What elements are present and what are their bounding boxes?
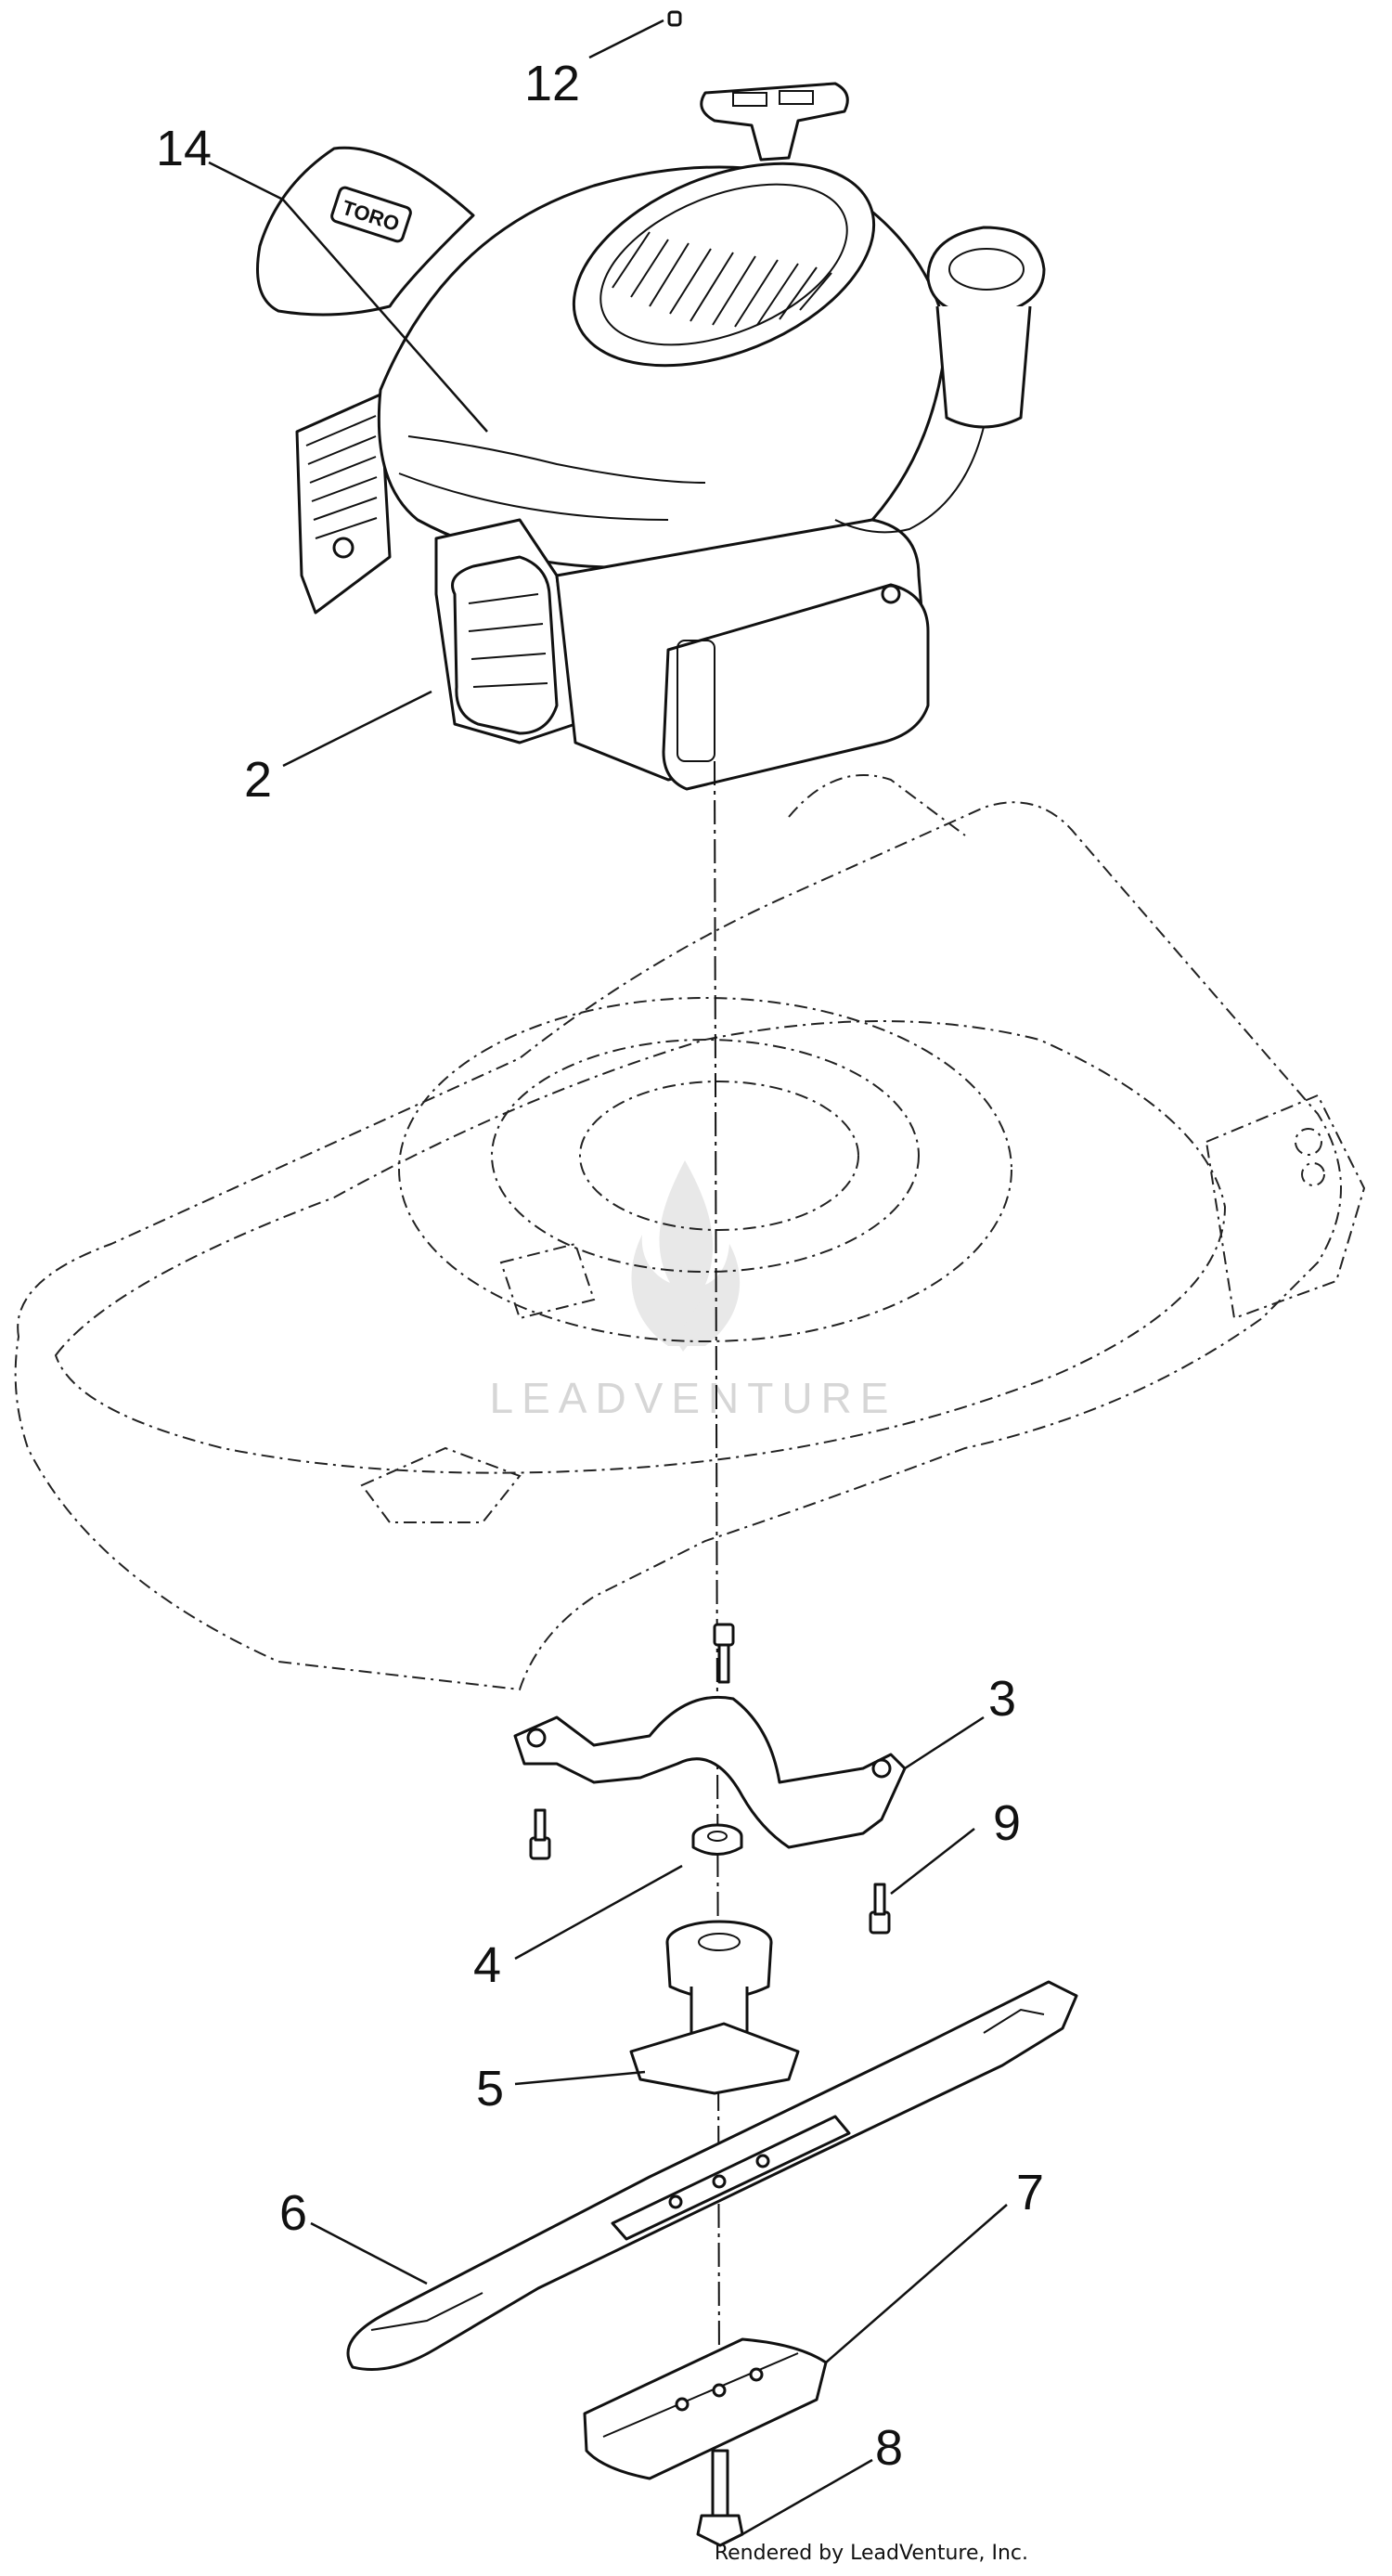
- part-12-nut: [667, 10, 682, 27]
- part-8-blade-bolt: [696, 2449, 744, 2547]
- callout-4: 4: [473, 1937, 501, 1993]
- mower-deck-phantom: [14, 774, 1366, 1691]
- part-14-decal: TORO: [256, 146, 475, 317]
- callout-9: 9: [993, 1795, 1021, 1851]
- watermark-flame-logo: [631, 1160, 741, 1352]
- part-2-engine: [295, 82, 1046, 791]
- watermark-text: LEADVENTURE: [490, 1374, 897, 1422]
- callout-8: 8: [875, 2420, 903, 2476]
- part-9-bolts: [529, 1623, 891, 1935]
- assembly-center-line: [714, 760, 720, 2377]
- watermark: LEADVENTURE: [490, 1160, 897, 1422]
- callout-labels: 12 14 2 3 9 4 5 6 7 8: [156, 56, 1044, 2476]
- render-credit: Rendered by LeadVenture, Inc.: [715, 2542, 1028, 2565]
- callout-2: 2: [244, 752, 272, 808]
- callout-14: 14: [156, 121, 212, 176]
- callout-5: 5: [476, 2061, 504, 2116]
- part-6-blade: [346, 1980, 1078, 2371]
- callout-3: 3: [988, 1671, 1016, 1727]
- callout-7: 7: [1016, 2165, 1044, 2220]
- part-7-stiffener: [583, 2337, 828, 2480]
- part-3-blade-brace: [513, 1695, 907, 1849]
- part-4-washer: [691, 1823, 743, 1856]
- part-5-blade-adapter: [629, 1920, 800, 2095]
- callout-6: 6: [279, 2185, 307, 2241]
- leader-lines: [208, 19, 1008, 2536]
- callout-12: 12: [524, 56, 580, 111]
